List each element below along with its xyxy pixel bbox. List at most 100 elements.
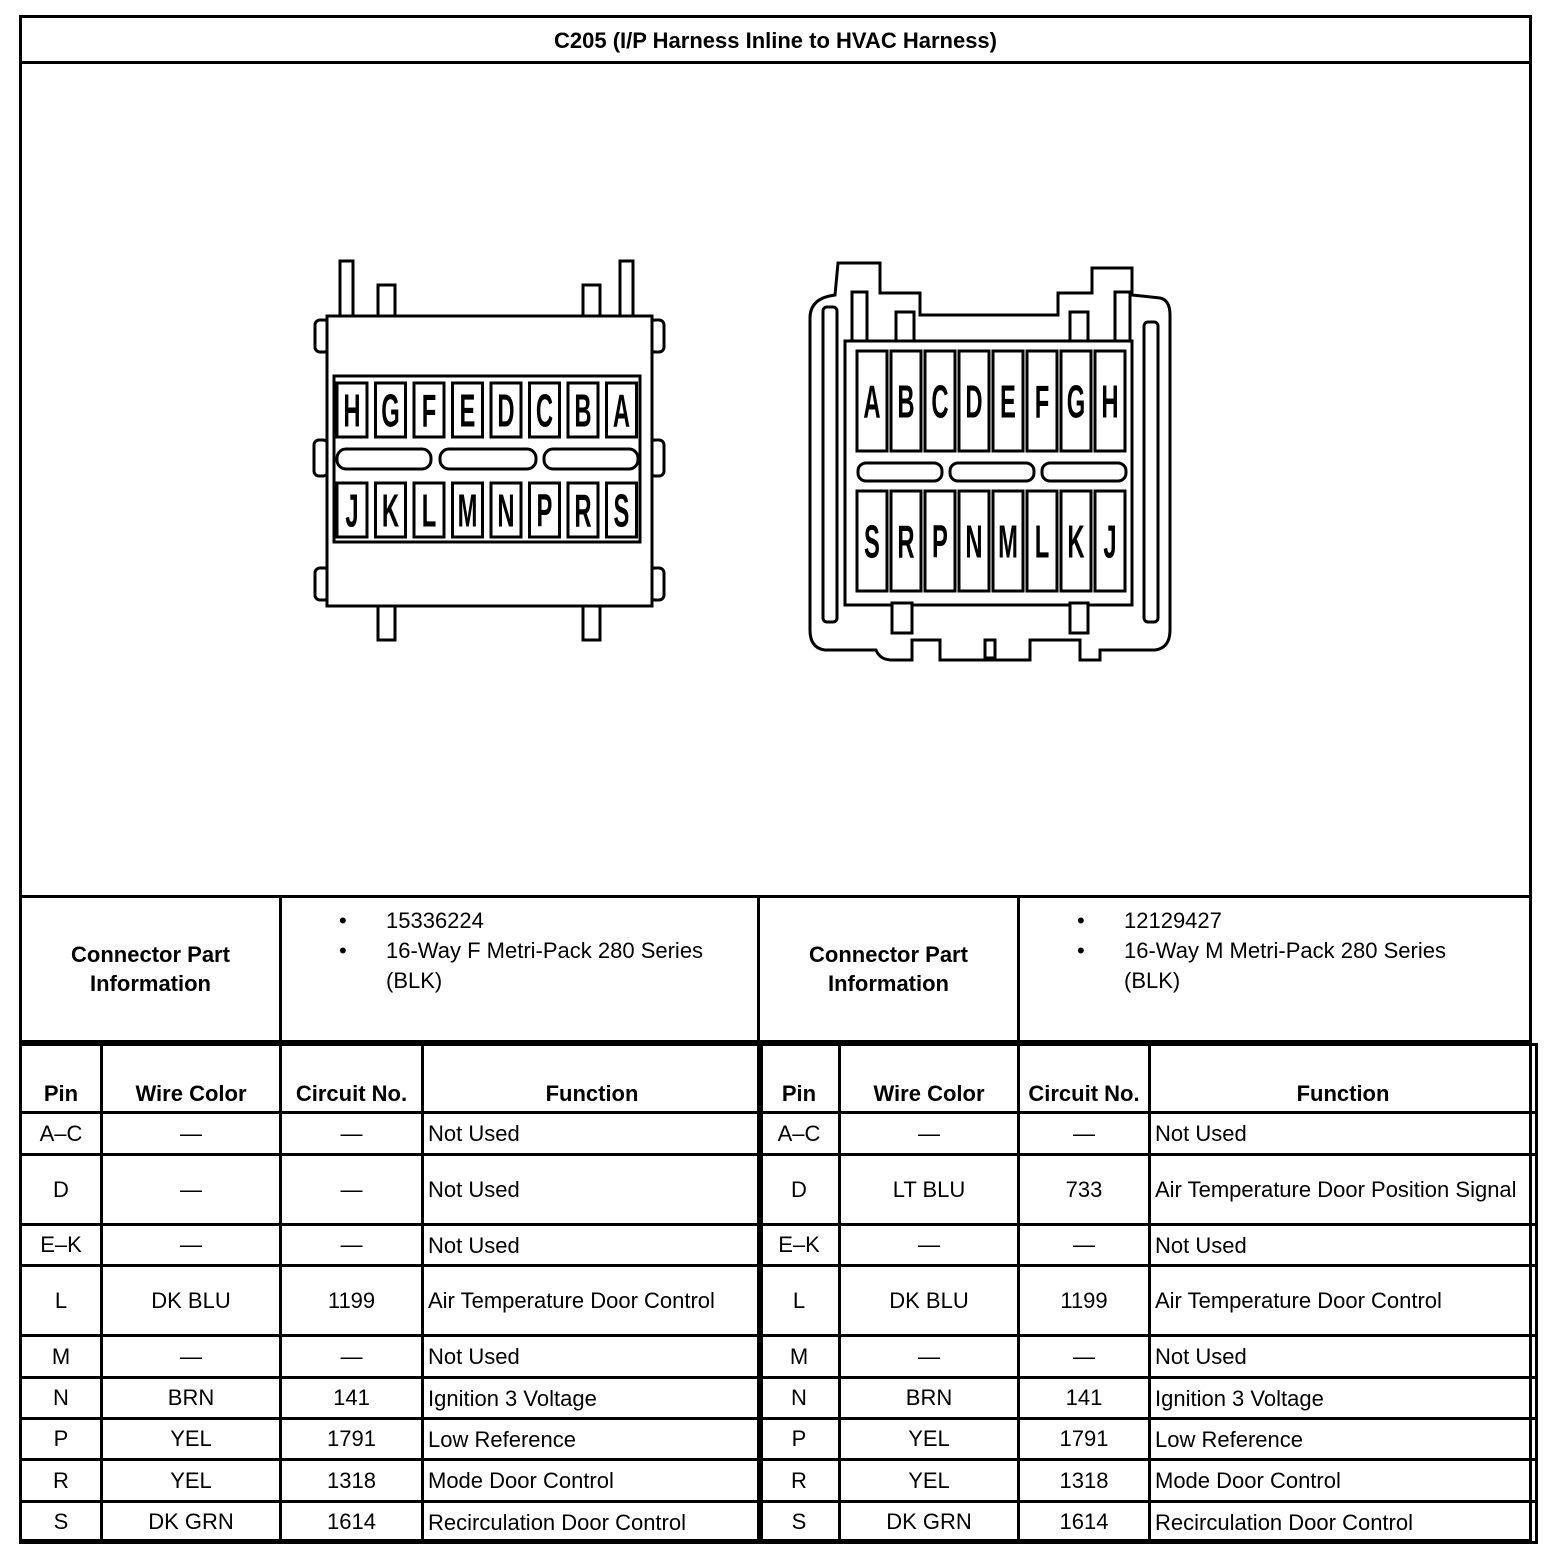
cell-function: Air Temperature Door Control xyxy=(421,1264,763,1337)
guide-post xyxy=(890,601,914,635)
cell-circuit-no: 1614 xyxy=(279,1500,424,1544)
pin-label-B: B xyxy=(897,376,914,427)
cell-circuit-no: 1791 xyxy=(1017,1417,1151,1461)
table-row: A–C——Not Used xyxy=(19,1111,763,1156)
cavity-C xyxy=(923,349,957,453)
header-pin: Pin xyxy=(757,1043,841,1114)
table-row: M——Not Used xyxy=(757,1334,1538,1379)
pin-label-P: P xyxy=(537,485,553,536)
cell-pin: L xyxy=(19,1264,103,1337)
cell-wire-color: BRN xyxy=(100,1376,282,1420)
cell-pin: M xyxy=(757,1334,841,1379)
pin-label-A: A xyxy=(863,376,880,427)
guide-post xyxy=(1068,310,1090,344)
lock-slot xyxy=(856,461,944,483)
cell-pin: P xyxy=(757,1417,841,1461)
part-description-right: 16-Way M Metri-Pack 280 Series (BLK) xyxy=(1124,938,1446,993)
cavity-H xyxy=(335,381,369,439)
guide-post xyxy=(894,310,916,344)
pin-label-H: H xyxy=(343,385,360,436)
connector-male xyxy=(808,261,1172,662)
pin-label-K: K xyxy=(382,485,400,536)
pin-label-L: L xyxy=(422,485,437,536)
cell-function: Not Used xyxy=(1148,1111,1538,1156)
pin-label-E: E xyxy=(1000,376,1016,427)
lock-slot xyxy=(542,447,640,471)
cell-function: Low Reference xyxy=(1148,1417,1538,1461)
table-row: A–C——Not Used xyxy=(757,1111,1538,1156)
pin-label-L: L xyxy=(1035,516,1050,567)
pin-label-C: C xyxy=(536,385,553,436)
cavity-M xyxy=(991,489,1025,593)
cavity-N xyxy=(489,481,523,539)
cell-function: Not Used xyxy=(421,1334,763,1379)
lock-slot xyxy=(1040,461,1128,483)
cavity-J xyxy=(1093,489,1127,593)
cell-pin: D xyxy=(19,1153,103,1226)
cavity-H xyxy=(1093,349,1127,453)
cell-wire-color: DK BLU xyxy=(100,1264,282,1337)
part-info-right: • 12129427 • 16-Way M Metri-Pack 280 Ser… xyxy=(1020,898,1532,1040)
guide-post xyxy=(1068,601,1090,635)
part-info-label-left: Connector Part Information xyxy=(71,942,230,996)
cavity-C xyxy=(528,381,561,439)
cavity-S xyxy=(605,481,638,539)
cell-pin: L xyxy=(757,1264,841,1337)
cell-wire-color: LT BLU xyxy=(838,1153,1020,1226)
cell-circuit-no: — xyxy=(1017,1111,1151,1156)
cell-circuit-no: — xyxy=(1017,1223,1151,1267)
cell-function: Recirculation Door Control xyxy=(1148,1500,1538,1544)
pin-label-G: G xyxy=(1067,376,1086,427)
cell-pin: E–K xyxy=(757,1223,841,1267)
cell-wire-color: YEL xyxy=(100,1417,282,1461)
header-function: Function xyxy=(1148,1043,1538,1114)
pin-label-K: K xyxy=(1067,516,1085,567)
guide-post xyxy=(1113,290,1132,344)
diagram-frame: C205 (I/P Harness Inline to HVAC Harness… xyxy=(19,15,1538,1544)
cell-wire-color: — xyxy=(100,1223,282,1267)
cell-pin: E–K xyxy=(19,1223,103,1267)
cell-pin: A–C xyxy=(19,1111,103,1156)
connector-part-info: Connector Part Information • 15336224 • … xyxy=(22,895,1529,1043)
cavity-J xyxy=(335,481,369,539)
part-info-label-right: Connector Part Information xyxy=(809,942,968,996)
cell-circuit-no: 1614 xyxy=(1017,1500,1151,1544)
cell-wire-color: DK GRN xyxy=(100,1500,282,1544)
cell-circuit-no: — xyxy=(279,1153,424,1226)
cell-wire-color: — xyxy=(838,1111,1020,1156)
cell-circuit-no: 1318 xyxy=(279,1458,424,1503)
cell-wire-color: DK BLU xyxy=(838,1264,1020,1337)
pin-label-D: D xyxy=(965,376,982,427)
pin-label-H: H xyxy=(1101,376,1118,427)
cavity-L xyxy=(1025,489,1059,593)
pin-label-S: S xyxy=(864,516,880,567)
header-wire-color: Wire Color xyxy=(838,1043,1020,1114)
cell-function: Not Used xyxy=(421,1223,763,1267)
cavity-R xyxy=(566,481,600,539)
cell-wire-color: BRN xyxy=(838,1376,1020,1420)
header-circuit-no: Circuit No. xyxy=(1017,1043,1151,1114)
cell-circuit-no: 1791 xyxy=(279,1417,424,1461)
cell-circuit-no: 141 xyxy=(1017,1376,1151,1420)
cell-wire-color: — xyxy=(838,1334,1020,1379)
pin-label-R: R xyxy=(897,516,914,567)
lock-slot xyxy=(335,447,433,471)
cell-pin: N xyxy=(757,1376,841,1420)
cavity-M xyxy=(451,481,484,539)
cavity-F xyxy=(1025,349,1059,453)
pin-label-B: B xyxy=(574,385,591,436)
latch-post xyxy=(618,259,635,323)
alignment-tab xyxy=(376,602,397,642)
cavity-F xyxy=(412,381,446,439)
pin-label-P: P xyxy=(932,516,948,567)
cavity-B xyxy=(889,349,923,453)
pin-label-N: N xyxy=(965,516,982,567)
